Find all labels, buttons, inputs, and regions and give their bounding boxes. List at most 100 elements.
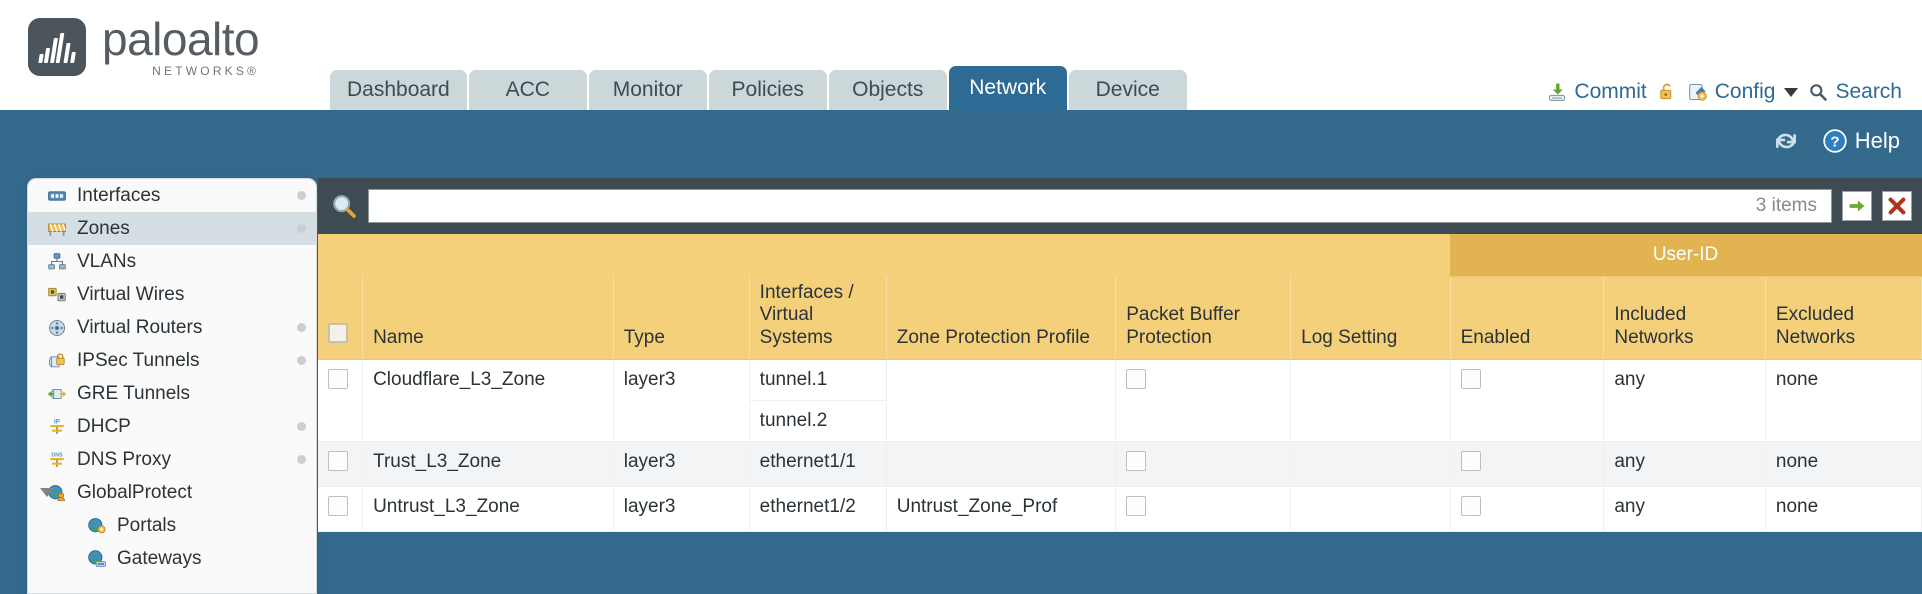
apply-filter-button[interactable] <box>1842 191 1872 221</box>
zone-name-link[interactable]: Trust_L3_Zone <box>362 441 614 488</box>
userid-enabled-cell[interactable] <box>1450 486 1605 533</box>
commit-button[interactable]: Commit <box>1546 80 1647 104</box>
row-select-cell[interactable] <box>318 441 364 488</box>
zone-name-link[interactable]: Untrust_L3_Zone <box>362 486 614 533</box>
packet-buffer-protection-checkbox[interactable] <box>1126 496 1147 517</box>
column-header-enabled[interactable]: Enabled <box>1450 276 1605 361</box>
tab-objects[interactable]: Objects <box>828 70 947 110</box>
column-header-packet-buffer-protection[interactable]: Packet Buffer Protection <box>1115 276 1292 361</box>
column-header-zone-protection-profile[interactable]: Zone Protection Profile <box>886 276 1117 361</box>
table-header-row: Name Type Interfaces / Virtual Systems Z… <box>318 276 1922 361</box>
userid-enabled-checkbox[interactable] <box>1460 451 1481 472</box>
expander-triangle-icon[interactable] <box>40 488 54 497</box>
svg-text:IP: IP <box>54 418 60 425</box>
sidebar-item-dhcp[interactable]: IP DHCP <box>28 410 316 443</box>
item-count-label: 3 items <box>1755 195 1817 216</box>
sidebar-item-label: Interfaces <box>77 184 161 206</box>
packet-buffer-protection-checkbox[interactable] <box>1126 369 1147 390</box>
table-row[interactable]: Untrust_L3_Zone layer3 ethernet1/2 Untru… <box>318 486 1922 533</box>
row-checkbox[interactable] <box>328 451 348 472</box>
userid-enabled-checkbox[interactable] <box>1460 369 1481 390</box>
sidebar-item-zones[interactable]: Zones <box>28 212 316 245</box>
search-input[interactable] <box>379 195 1756 217</box>
column-header-interfaces[interactable]: Interfaces / Virtual Systems <box>749 276 887 361</box>
global-search-button[interactable]: Search <box>1807 80 1902 104</box>
packet-buffer-protection-cell[interactable] <box>1115 359 1292 443</box>
tab-policies[interactable]: Policies <box>708 70 827 110</box>
sidebar-item-vlans[interactable]: VLANs <box>28 245 316 278</box>
zones-table: User-ID Name Type Interfaces / Virtual S… <box>318 234 1922 533</box>
column-header-excluded-networks[interactable]: Excluded Networks <box>1765 276 1922 361</box>
zone-protection-profile-cell <box>886 359 1117 443</box>
select-all-checkbox[interactable] <box>328 322 348 343</box>
column-header-log-setting[interactable]: Log Setting <box>1290 276 1451 361</box>
sidebar-item-ipsec-tunnels[interactable]: IPSec Tunnels <box>28 344 316 377</box>
sidebar-item-virtual-wires[interactable]: Virtual Wires <box>28 278 316 311</box>
search-field-wrapper[interactable]: 3 items <box>368 189 1832 223</box>
row-select-cell[interactable] <box>318 359 364 443</box>
userid-enabled-cell[interactable] <box>1450 359 1605 443</box>
table-row[interactable]: Cloudflare_L3_Zone layer3 tunnel.1 tunne… <box>318 359 1922 443</box>
tab-acc[interactable]: ACC <box>468 70 587 110</box>
sidebar-item-globalprotect[interactable]: GlobalProtect <box>28 476 316 509</box>
packet-buffer-protection-cell[interactable] <box>1115 441 1292 488</box>
interface-entry: ethernet1/2 <box>759 496 856 518</box>
sidebar-item-gre-tunnels[interactable]: GRE Tunnels <box>28 377 316 410</box>
sidebar-item-dns-proxy[interactable]: DNS DNS Proxy <box>28 443 316 476</box>
search-label: Search <box>1835 80 1902 103</box>
help-button[interactable]: ? Help <box>1822 128 1900 154</box>
clear-filter-button[interactable] <box>1882 191 1912 221</box>
interface-entry: tunnel.2 <box>759 410 828 432</box>
magnifier-icon[interactable] <box>330 192 358 220</box>
zone-type-cell: layer3 <box>613 441 750 488</box>
sidebar-item-gateways[interactable]: Gateways <box>28 542 316 575</box>
userid-enabled-cell[interactable] <box>1450 441 1605 488</box>
userid-enabled-checkbox[interactable] <box>1460 496 1481 517</box>
column-header-included-networks[interactable]: Included Networks <box>1603 276 1766 361</box>
included-networks-cell: any <box>1603 441 1766 488</box>
ipsec-tunnels-icon <box>48 352 65 367</box>
sidebar-status-dot <box>297 455 306 464</box>
row-select-cell[interactable] <box>318 486 364 533</box>
log-setting-cell <box>1290 441 1451 488</box>
sidebar-status-dot <box>297 191 306 200</box>
select-all-header[interactable] <box>318 276 364 361</box>
column-header-type[interactable]: Type <box>613 276 750 361</box>
sidebar-item-interfaces[interactable]: Interfaces <box>28 179 316 212</box>
tab-monitor[interactable]: Monitor <box>588 70 707 110</box>
svg-text:?: ? <box>1830 134 1839 151</box>
brand-logo[interactable]: paloalto NETWORKS® <box>28 16 260 78</box>
zone-interfaces-cell: ethernet1/1 <box>749 441 887 488</box>
zone-name-link[interactable]: Cloudflare_L3_Zone <box>362 359 614 443</box>
zone-interfaces-cell: ethernet1/2 <box>749 486 887 533</box>
refresh-icon[interactable] <box>1772 128 1800 154</box>
log-setting-cell <box>1290 359 1451 443</box>
packet-buffer-protection-cell[interactable] <box>1115 486 1292 533</box>
interface-entry: tunnel.1 <box>749 360 886 402</box>
sidebar-item-virtual-routers[interactable]: Virtual Routers <box>28 311 316 344</box>
row-checkbox[interactable] <box>328 369 348 390</box>
packet-buffer-protection-checkbox[interactable] <box>1126 451 1147 472</box>
green-arrow-icon <box>1849 200 1865 212</box>
tab-dashboard[interactable]: Dashboard <box>330 70 467 110</box>
header-action-links: Commit Config <box>1546 80 1902 104</box>
help-label: Help <box>1854 128 1900 153</box>
row-checkbox[interactable] <box>328 496 348 517</box>
lock-button[interactable] <box>1656 82 1678 102</box>
config-label: Config <box>1714 80 1776 103</box>
svg-text:DNS: DNS <box>51 452 63 458</box>
virtual-routers-icon <box>49 319 65 336</box>
config-menu[interactable]: Config <box>1687 80 1799 104</box>
log-setting-cell <box>1290 486 1451 533</box>
sidebar-item-label: Zones <box>77 217 130 239</box>
tab-network[interactable]: Network <box>948 66 1067 110</box>
zone-type-cell: layer3 <box>613 359 750 443</box>
sidebar-item-label: DNS Proxy <box>77 448 171 470</box>
config-wrench-icon <box>1688 83 1707 101</box>
table-row[interactable]: Trust_L3_Zone layer3 ethernet1/1 any non… <box>318 441 1922 488</box>
tab-device[interactable]: Device <box>1068 70 1187 110</box>
column-header-name[interactable]: Name <box>362 276 614 361</box>
sidebar-item-label: IPSec Tunnels <box>77 349 200 371</box>
blue-utility-bar: ? Help <box>0 110 1922 172</box>
sidebar-item-portals[interactable]: Portals <box>28 509 316 542</box>
